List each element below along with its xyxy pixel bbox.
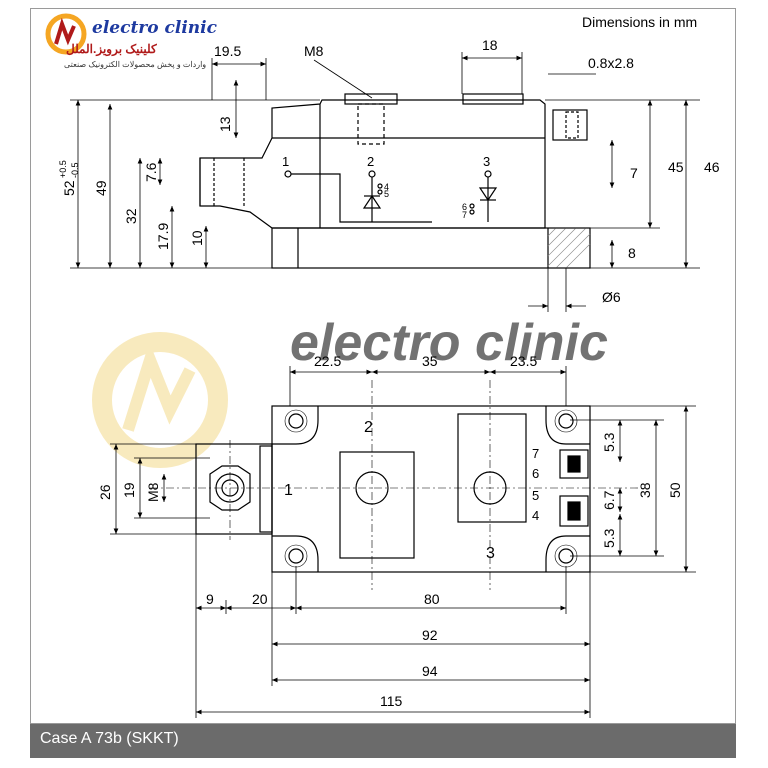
dim-80: 80: [424, 591, 440, 607]
dim-10: 10: [189, 230, 205, 246]
top-view-dimensions: [110, 366, 696, 718]
top-view-terminal-labels: 2 1 3 4 5 6 7: [284, 419, 539, 562]
dim-m8-side: M8: [304, 43, 324, 59]
dim-32: 32: [123, 208, 139, 224]
dim-38: 38: [637, 482, 653, 498]
terminal-6: 6: [532, 466, 539, 481]
brand-logo: electro clinic کلینیک برویز.الملل واردات…: [44, 12, 217, 80]
caption-bar: Case A 73b (SKKT): [30, 724, 736, 758]
side-pin-5: 5: [384, 189, 389, 199]
dim-92: 92: [422, 627, 438, 643]
case-caption: Case A 73b (SKKT): [40, 730, 179, 747]
terminal-1: 1: [284, 482, 293, 499]
dim-13: 13: [217, 116, 233, 132]
dim-23-5: 23.5: [510, 353, 537, 369]
side-pin-1: 1: [282, 154, 289, 169]
terminal-2: 2: [364, 419, 373, 436]
side-pin-7: 7: [462, 210, 467, 220]
watermark: electro clinic: [92, 314, 608, 468]
side-pin-3: 3: [483, 154, 490, 169]
units-note: Dimensions in mm: [582, 14, 698, 30]
dim-6-7: 6.7: [601, 490, 617, 510]
side-view-dimensions: [70, 52, 700, 312]
side-view-dimension-text: 19.5 M8 18 0.8x2.8 7 45 46 8 Ø6 13 7.6 5…: [58, 37, 720, 305]
dim-20: 20: [252, 591, 268, 607]
terminal-5: 5: [532, 488, 539, 503]
dim-22-5: 22.5: [314, 353, 341, 369]
dim-35: 35: [422, 353, 438, 369]
dim-94: 94: [422, 663, 438, 679]
dim-0-8x2-8: 0.8x2.8: [588, 55, 634, 71]
dim-m8-top: M8: [145, 482, 161, 502]
logo-title: electro clinic: [92, 18, 217, 38]
dim-52-tol-minus: -0.5: [70, 162, 80, 178]
side-pin-6: 6: [462, 202, 467, 212]
dim-49: 49: [93, 180, 109, 196]
logo-persian-name: کلینیک برویز.الملل: [66, 42, 157, 56]
terminal-7: 7: [532, 446, 539, 461]
dim-50: 50: [667, 482, 683, 498]
terminal-4: 4: [532, 508, 539, 523]
side-pin-2: 2: [367, 154, 374, 169]
dim-46: 46: [704, 159, 720, 175]
dim-17-9: 17.9: [155, 223, 171, 250]
dim-19: 19: [121, 482, 137, 498]
logo-tagline: واردات و پخش محصولات الکترونیک صنعتی: [64, 60, 207, 69]
dim-115: 115: [380, 693, 403, 709]
dim-6-dia: Ø6: [602, 289, 621, 305]
dim-5-3-bottom: 5.3: [601, 528, 617, 548]
dim-52: 52: [61, 180, 77, 196]
dim-8: 8: [628, 245, 636, 261]
logo-icon: [45, 13, 87, 55]
dim-5-3-top: 5.3: [601, 432, 617, 452]
side-view-labels: 1 2 3 4 5 6 7: [282, 154, 490, 220]
dim-7-6: 7.6: [143, 162, 159, 182]
dim-45: 45: [668, 159, 684, 175]
dim-26: 26: [97, 484, 113, 500]
dim-19-5: 19.5: [214, 43, 241, 59]
watermark-brand: electro clinic: [290, 314, 608, 372]
side-view: [199, 93, 591, 269]
terminal-3: 3: [486, 545, 495, 562]
dim-9: 9: [206, 591, 214, 607]
dim-52-tol-plus: +0.5: [58, 160, 68, 178]
top-view: [150, 380, 640, 590]
dim-7: 7: [630, 165, 638, 181]
dim-18: 18: [482, 37, 498, 53]
side-pin-4: 4: [384, 182, 389, 192]
top-view-dimension-text: 22.5 35 23.5 9 20 80 92 94 115 26 19 M8 …: [97, 353, 683, 709]
